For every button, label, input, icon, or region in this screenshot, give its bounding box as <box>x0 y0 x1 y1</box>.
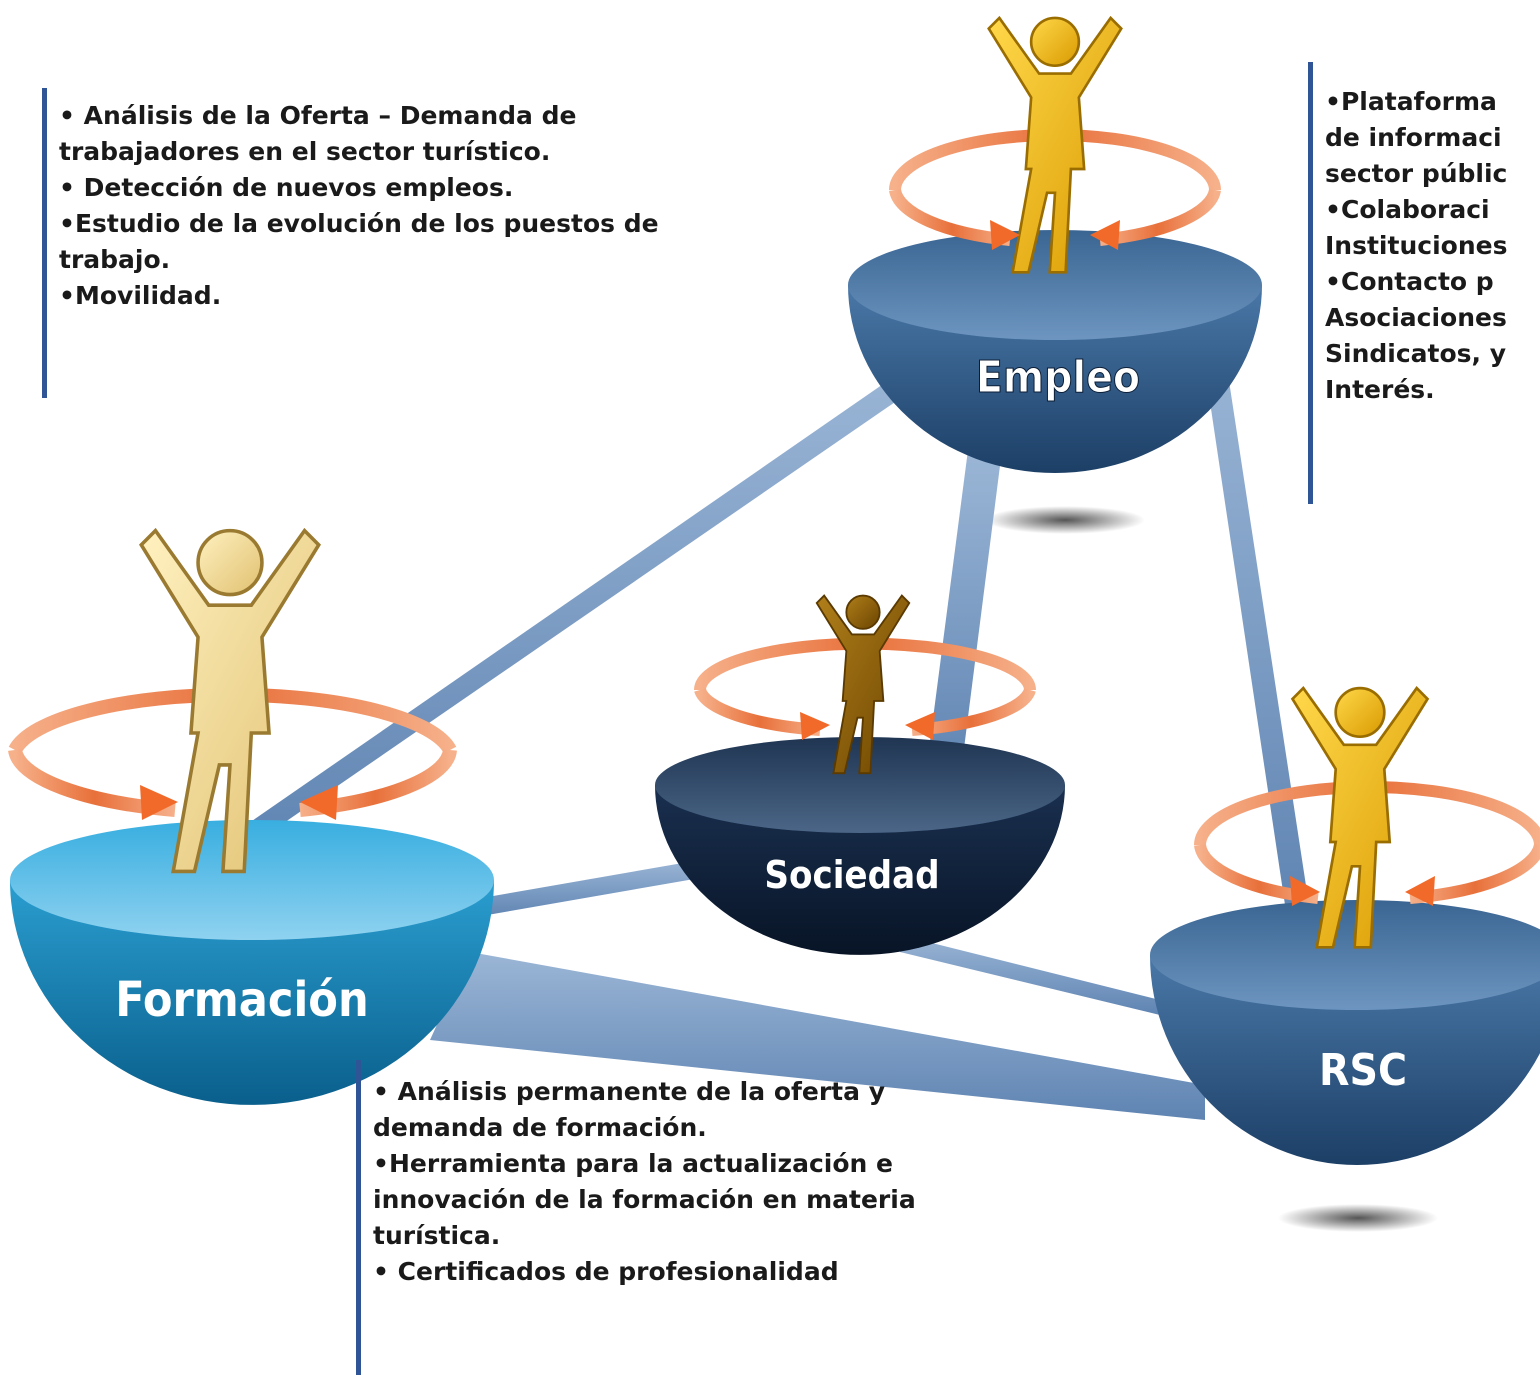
empleo-shadow <box>985 506 1145 534</box>
connectors <box>210 335 1312 1120</box>
hub-label-formacion: Formación <box>115 972 368 1028</box>
arrow-icon <box>300 785 338 820</box>
arrow-icon <box>800 712 830 740</box>
arrow-icon <box>1290 876 1320 906</box>
bullet-line: turística. <box>373 1221 501 1250</box>
hub-sociedad: Sociedad <box>655 594 1065 955</box>
ring-front-empleo <box>889 188 1011 246</box>
bullet-line: •Movilidad. <box>59 281 222 310</box>
bullet-line: • Análisis permanente de la oferta y <box>373 1077 885 1106</box>
bullet-line: Sindicatos, y <box>1325 339 1507 368</box>
bullet-line: innovación de la formación en materia <box>373 1185 916 1214</box>
arrow-icon <box>1090 220 1120 250</box>
bullet-line: Instituciones <box>1325 231 1508 260</box>
connector-sociedad-rsc <box>900 935 1160 1015</box>
arrow-icon <box>140 785 178 820</box>
arrow-icon <box>1405 876 1435 906</box>
bullet-line: • Detección de nuevos empleos. <box>59 173 514 202</box>
bullet-line: •Colaboraci <box>1325 195 1490 224</box>
arrow-icon <box>905 712 935 740</box>
bullet-line: •Plataforma <box>1325 87 1497 116</box>
empleo-bullets: • Análisis de la Oferta – Demanda de tra… <box>42 88 659 398</box>
hub-label-rsc: RSC <box>1319 1045 1407 1096</box>
bullet-line: •Contacto p <box>1325 267 1494 296</box>
connector-empleo-rsc <box>1200 335 1312 925</box>
connector-formacion-empleo <box>210 362 930 860</box>
hub-formacion: Formación <box>8 528 494 1105</box>
bullet-line: de informaci <box>1325 123 1502 152</box>
bullet-line: •Estudio de la evolución de los puestos … <box>59 209 659 238</box>
bullet-line: Interés. <box>1325 375 1435 404</box>
bullet-line: • Certificados de profesionalidad <box>373 1257 839 1286</box>
arrow-icon <box>990 220 1020 250</box>
institucional-bullets: •Plataforma de informaci sector públic •… <box>1308 62 1507 504</box>
bullet-line: trabajo. <box>59 245 171 274</box>
rsc-shadow <box>1278 1204 1438 1232</box>
connector-formacion-sociedad <box>470 860 700 918</box>
bullet-line: Asociaciones <box>1325 303 1507 332</box>
connector-formacion-rsc <box>430 952 1205 1120</box>
hub-label-empleo: Empleo <box>976 352 1140 403</box>
bullet-line: •Herramienta para la actualización e <box>373 1149 893 1178</box>
bullet-line: demanda de formación. <box>373 1113 707 1142</box>
hub-rsc: RSC <box>1150 686 1540 1165</box>
bullet-line: sector públic <box>1325 159 1508 188</box>
bullet-line: • Análisis de la Oferta – Demanda de <box>59 101 577 130</box>
connector-empleo-sociedad <box>925 450 1002 780</box>
hub-label-sociedad: Sociedad <box>764 853 939 897</box>
hub-empleo: Empleo <box>848 16 1262 473</box>
formacion-bullets: • Análisis permanente de la oferta y dem… <box>356 1060 916 1375</box>
bullet-line: trabajadores en el sector turístico. <box>59 137 551 166</box>
